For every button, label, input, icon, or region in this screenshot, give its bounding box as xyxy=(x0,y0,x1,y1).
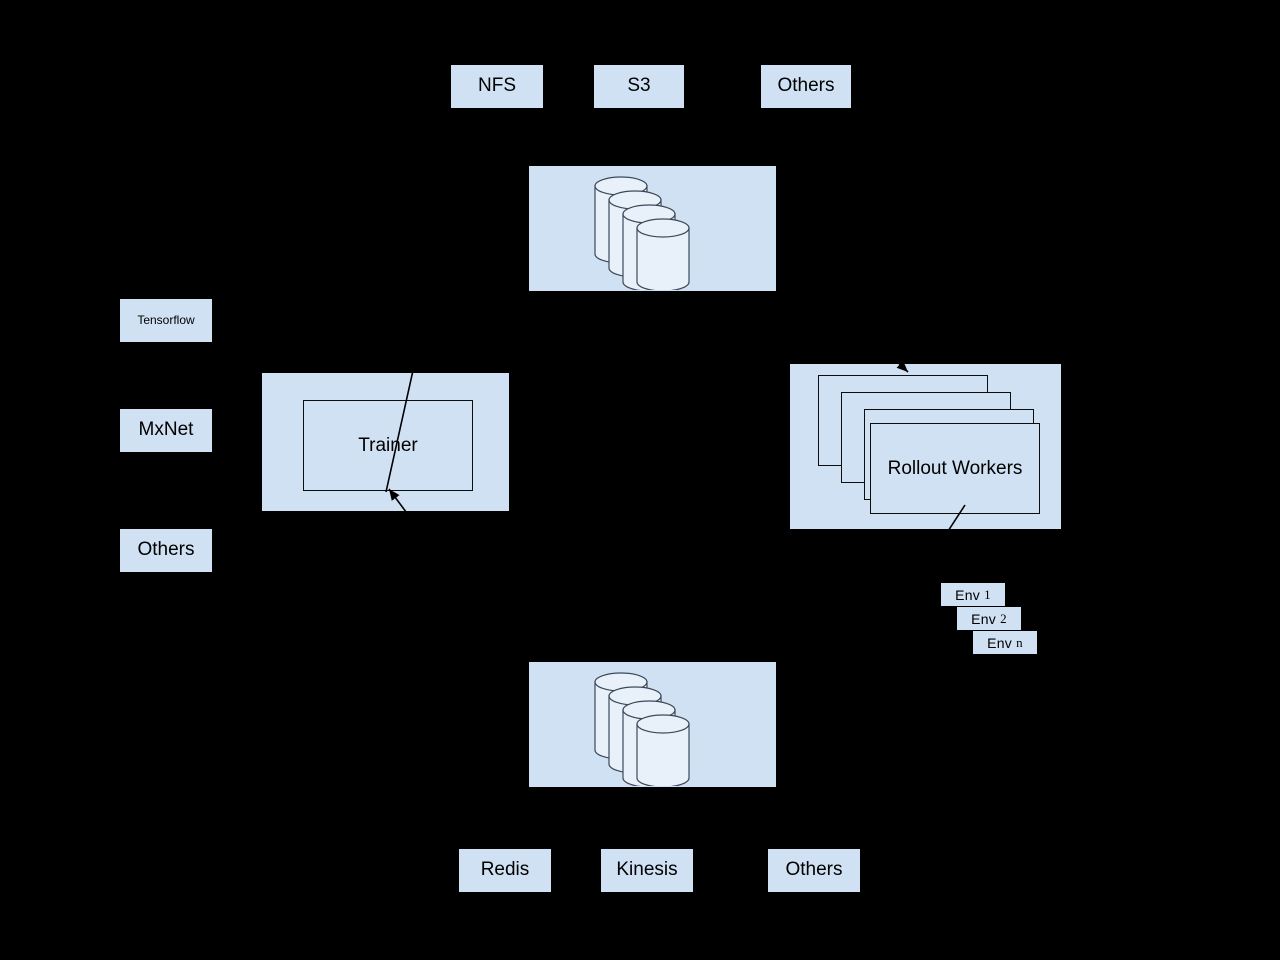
framework-node-others-label: Others xyxy=(137,539,195,561)
storage-node-s3[interactable]: S3 xyxy=(594,65,684,108)
env-box-n-index: n xyxy=(1016,634,1023,650)
queue-node-others-label: Others xyxy=(785,859,843,881)
trainer-label: Trainer xyxy=(358,434,418,456)
cylinder-4 xyxy=(636,218,690,290)
framework-node-others[interactable]: Others xyxy=(120,529,212,572)
env-box-n-name: Env xyxy=(987,634,1013,651)
rollout-worker-card-1[interactable]: Rollout Workers xyxy=(870,423,1040,514)
queue-node-kinesis-label: Kinesis xyxy=(616,859,678,881)
trainer-panel[interactable]: Trainer xyxy=(262,373,509,511)
framework-node-mxnet-label: MxNet xyxy=(138,419,194,441)
rollout-workers-label: Rollout Workers xyxy=(887,457,1023,479)
trainer-box[interactable]: Trainer xyxy=(303,400,473,491)
cylinder-4 xyxy=(636,714,690,786)
data-store-cylinders xyxy=(594,672,690,786)
checkpoint-store-cylinders xyxy=(594,176,690,290)
env-box-1-index: 1 xyxy=(984,586,991,602)
checkpoint-store-panel[interactable] xyxy=(529,166,776,291)
storage-node-nfs-label: NFS xyxy=(478,75,516,97)
storage-node-nfs[interactable]: NFS xyxy=(451,65,543,108)
data-store-panel[interactable] xyxy=(529,662,776,787)
storage-node-s3-label: S3 xyxy=(627,75,651,97)
queue-node-redis-label: Redis xyxy=(480,859,530,881)
env-box-1-name: Env xyxy=(955,586,981,603)
env-box-2-index: 2 xyxy=(1000,610,1007,626)
env-box-2-name: Env xyxy=(971,610,997,627)
queue-node-kinesis[interactable]: Kinesis xyxy=(601,849,693,892)
storage-node-others-label: Others xyxy=(777,75,835,97)
storage-node-others[interactable]: Others xyxy=(761,65,851,108)
queue-node-others[interactable]: Others xyxy=(768,849,860,892)
rollout-workers-panel[interactable]: Rollout Workers xyxy=(790,364,1061,529)
framework-node-tensorflow[interactable]: Tensorflow xyxy=(120,299,212,342)
queue-node-redis[interactable]: Redis xyxy=(459,849,551,892)
framework-node-mxnet[interactable]: MxNet xyxy=(120,409,212,452)
framework-node-tensorflow-label: Tensorflow xyxy=(137,312,195,327)
